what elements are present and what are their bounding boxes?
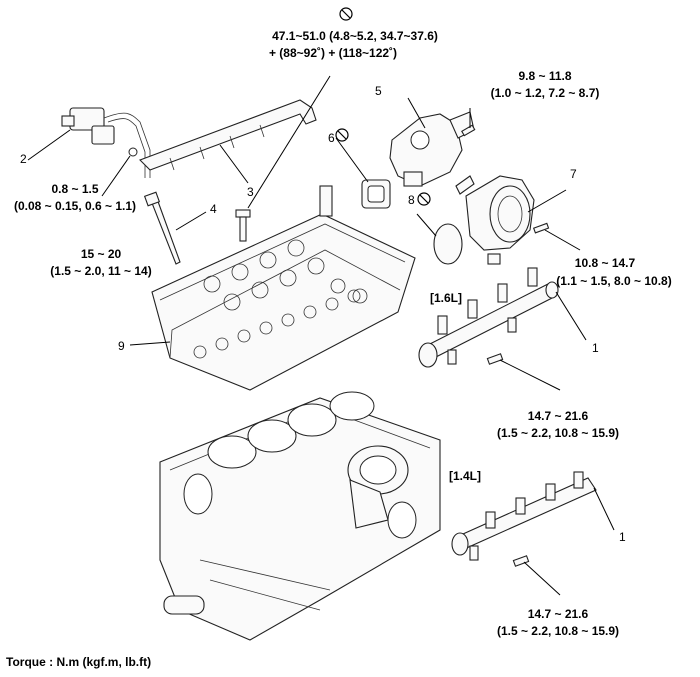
fuel-rail-bolt-1-4l <box>512 555 530 567</box>
callout-7: 7 <box>570 167 577 181</box>
no-reuse-icon <box>417 192 431 206</box>
torque-vacuum-pump-line2: (1.1 ~ 1.5, 8.0 ~ 10.8) <box>556 274 671 288</box>
thermostat-bolt <box>461 124 476 137</box>
torque-thermostat-line2: (1.0 ~ 1.2, 7.2 ~ 8.7) <box>491 86 600 100</box>
torque-fuel-rail-1-6l-line2: (1.5 ~ 2.2, 10.8 ~ 15.9) <box>497 426 619 440</box>
torque-harness-line1: 0.8 ~ 1.5 <box>51 182 98 196</box>
torque-harness-line2: (0.08 ~ 0.15, 0.6 ~ 1.1) <box>14 199 136 213</box>
harness-bracket <box>139 99 317 171</box>
fuel-rail-1-6l <box>418 267 559 368</box>
torque-head-bolt-line2: + (88~92˚) + (118~122˚) <box>269 46 397 60</box>
torque-glow-plug-line1: 15 ~ 20 <box>81 247 122 261</box>
no-reuse-icon <box>339 7 353 21</box>
no-reuse-icon <box>335 128 349 142</box>
callout-9: 9 <box>118 339 125 353</box>
variant-1-4l: [1.4L] <box>449 469 481 483</box>
callout-5: 5 <box>375 84 382 98</box>
thermostat-housing <box>389 111 475 187</box>
callout-8: 8 <box>408 193 415 207</box>
torque-fuel-rail-1-4l-line2: (1.5 ~ 2.2, 10.8 ~ 15.9) <box>497 624 619 638</box>
fuel-rail-bolt-1-6l <box>486 353 504 365</box>
wiring-harness <box>61 107 151 178</box>
callout-1-4l: 1 <box>619 530 626 544</box>
o-ring <box>433 223 463 265</box>
vacuum-pump-bolt <box>532 222 550 234</box>
torque-head-bolt-line1: 47.1~51.0 (4.8~5.2, 34.7~37.6) <box>272 29 438 43</box>
torque-fuel-rail-1-4l-line1: 14.7 ~ 21.6 <box>528 607 589 621</box>
leader-lines <box>27 75 615 596</box>
callout-4: 4 <box>210 202 217 216</box>
glow-plug <box>143 191 181 265</box>
torque-glow-plug-line2: (1.5 ~ 2.0, 11 ~ 14) <box>50 264 151 278</box>
callout-6: 6 <box>328 131 335 145</box>
torque-fuel-rail-1-6l-line1: 14.7 ~ 21.6 <box>528 409 589 423</box>
head-bolt <box>235 209 251 242</box>
gasket <box>361 179 391 209</box>
callout-2: 2 <box>20 152 27 166</box>
vacuum-pump <box>455 175 535 265</box>
torque-unit-legend: Torque : N.m (kgf.m, lb.ft) <box>6 655 151 669</box>
torque-vacuum-pump-line1: 10.8 ~ 14.7 <box>575 256 636 270</box>
variant-1-6l: [1.6L] <box>430 291 462 305</box>
torque-thermostat-line1: 9.8 ~ 11.8 <box>518 69 571 83</box>
cylinder-head <box>151 185 416 391</box>
callout-1-6l: 1 <box>592 341 599 355</box>
callout-3: 3 <box>247 185 254 199</box>
cylinder-block <box>159 391 441 641</box>
fuel-rail-1-4l <box>451 471 597 561</box>
